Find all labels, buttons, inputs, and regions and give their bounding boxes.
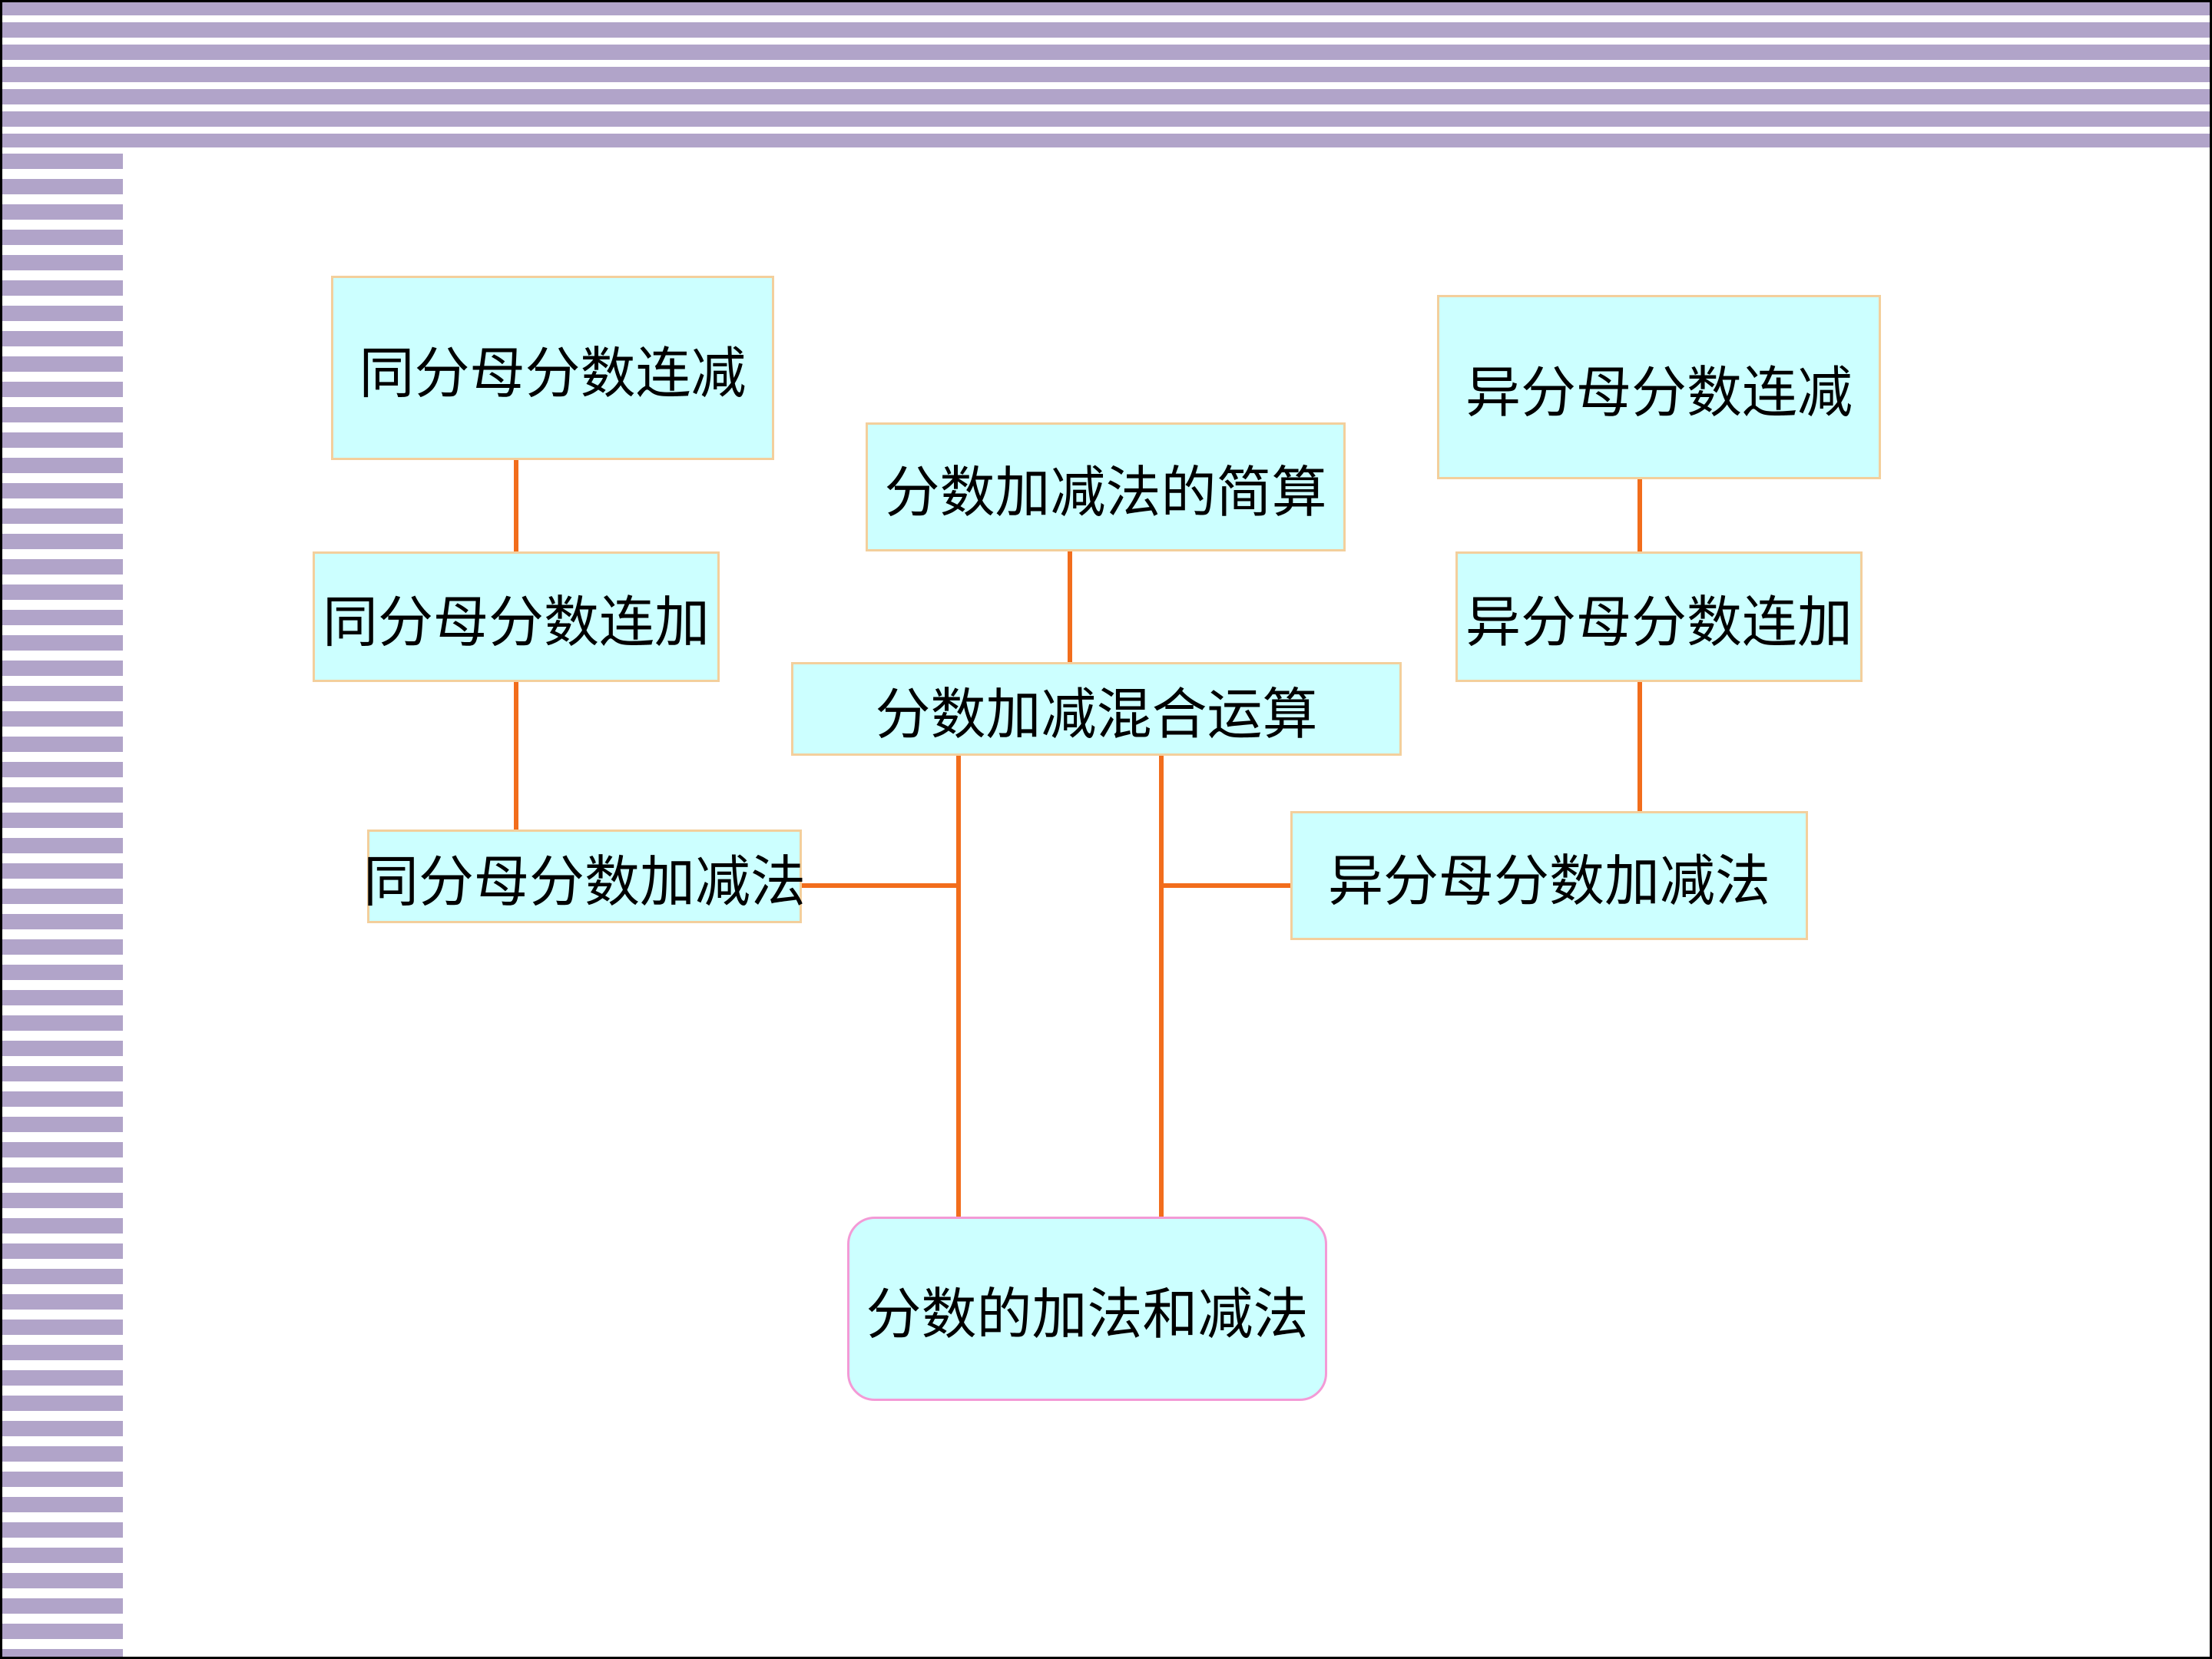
- node-different-denominator-subtraction: 异分母分数连减: [1437, 295, 1881, 479]
- top-stripe-band: [0, 0, 2212, 147]
- node-same-denominator-add-subtract: 同分母分数加减法: [363, 830, 806, 923]
- node-root-fraction-addition-subtraction: 分数的加法和减法: [847, 1217, 1327, 1401]
- left-stripe-band: [0, 154, 123, 1659]
- node-same-denominator-addition: 同分母分数连加: [313, 551, 720, 682]
- node-fraction-simplification: 分数加减法的简算: [866, 422, 1346, 551]
- node-different-denominator-add-subtract: 异分母分数加减法: [1290, 811, 1808, 940]
- node-different-denominator-addition: 异分母分数连加: [1455, 551, 1863, 682]
- node-fraction-mixed-operations: 分数加减混合运算: [791, 662, 1402, 756]
- node-same-denominator-subtraction: 同分母分数连减: [331, 276, 774, 460]
